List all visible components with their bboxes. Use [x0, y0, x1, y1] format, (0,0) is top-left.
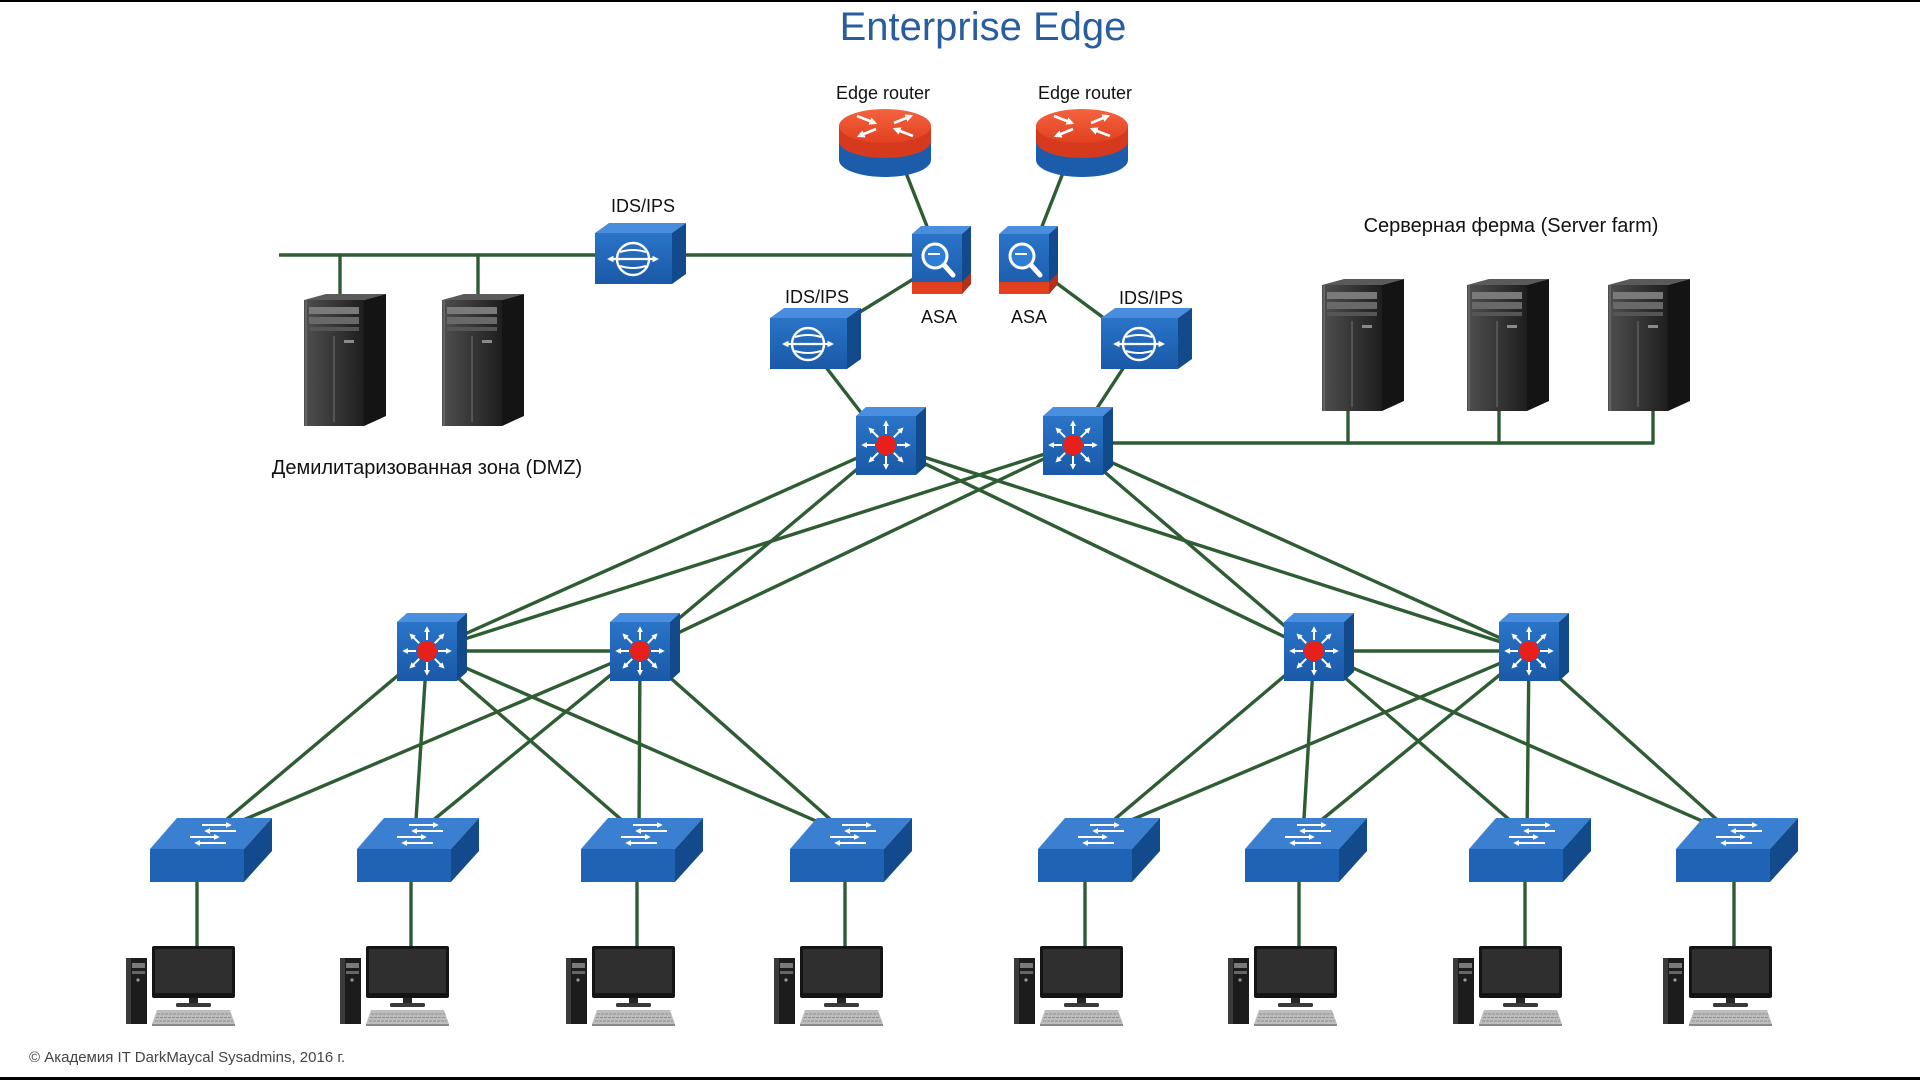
- asa-firewall-2-label: ASA: [1011, 307, 1047, 327]
- server-farm-server-2-icon: [1466, 278, 1550, 412]
- server-farm-server-3-icon: [1607, 278, 1691, 412]
- access-switch-7-icon: [1469, 818, 1591, 882]
- link-core-2-dist-3: [1071, 443, 1316, 653]
- distribution-switch-3-icon: [1284, 613, 1354, 681]
- link-dist-1-access-3: [425, 649, 641, 837]
- dmz-zone-label: Демилитаризованная зона (DMZ): [272, 457, 582, 479]
- link-dist-2-access-3: [637, 649, 642, 837]
- link-dist-1-access-1: [206, 649, 429, 837]
- dmz-server-2-icon: [441, 293, 525, 427]
- edge-router-1-icon: [839, 109, 931, 177]
- workstation-1-icon: [125, 945, 236, 1027]
- device-labels: Edge router Edge router IDS/IPS IDS/IPS …: [611, 83, 1183, 327]
- access-switch-8-icon: [1676, 818, 1798, 882]
- core-switch-2-icon: [1043, 407, 1113, 475]
- server-farm-zone-label: Серверная ферма (Server farm): [1364, 215, 1659, 237]
- asa-firewall-1-label: ASA: [921, 307, 957, 327]
- workstation-6-icon: [1227, 945, 1338, 1027]
- access-switch-1-icon: [150, 818, 272, 882]
- link-dist-3-access-7: [1312, 649, 1529, 837]
- link-core-2-dist-4: [1071, 443, 1531, 653]
- access-switch-2-icon: [357, 818, 479, 882]
- server-farm-server-1-icon: [1321, 278, 1405, 412]
- link-dist-4-access-8: [1527, 649, 1736, 837]
- ids-ips-3-label: IDS/IPS: [1119, 288, 1183, 308]
- access-switch-6-icon: [1245, 818, 1367, 882]
- link-core-1-dist-4: [884, 443, 1531, 653]
- link-core-1-dist-1: [425, 443, 888, 653]
- link-dist-3-access-8: [1312, 649, 1736, 837]
- link-dist-4-access-6: [1301, 649, 1531, 837]
- edge-router-2-icon: [1036, 109, 1128, 177]
- workstation-3-icon: [565, 945, 676, 1027]
- copyright-notice: © Академия IT DarkMaycal Sysadmins, 2016…: [29, 1049, 345, 1066]
- link-dist-2-access-4: [638, 649, 850, 837]
- distribution-switch-4-icon: [1499, 613, 1569, 681]
- workstation-2-icon: [339, 945, 450, 1027]
- link-core-1-dist-3: [884, 443, 1316, 653]
- workstation-4-icon: [773, 945, 884, 1027]
- top-border: [0, 0, 1920, 2]
- ids-ips-3-icon: [1101, 308, 1192, 369]
- link-dist-1-access-4: [425, 649, 850, 837]
- core-switch-1-icon: [856, 407, 926, 475]
- dmz-server-1-icon: [303, 293, 387, 427]
- link-dist-2-access-1: [206, 649, 642, 837]
- bottom-border: [0, 1077, 1920, 1080]
- ids-ips-2-label: IDS/IPS: [785, 287, 849, 307]
- link-dist-2-access-2: [413, 649, 642, 837]
- distribution-switch-1-icon: [397, 613, 467, 681]
- access-switch-4-icon: [790, 818, 912, 882]
- devices: [125, 109, 1798, 1027]
- workstation-7-icon: [1452, 945, 1563, 1027]
- edge-router-2-label: Edge router: [1038, 83, 1132, 103]
- asa-firewall-2-icon: [999, 226, 1058, 294]
- distribution-switch-2-icon: [610, 613, 680, 681]
- asa-firewall-1-icon: [912, 226, 971, 294]
- access-switch-5-icon: [1038, 818, 1160, 882]
- link-core-2-dist-1: [425, 443, 1075, 653]
- workstation-8-icon: [1662, 945, 1773, 1027]
- diagram-title: Enterprise Edge: [840, 5, 1127, 49]
- ids-ips-1-label: IDS/IPS: [611, 196, 675, 216]
- access-switch-3-icon: [581, 818, 703, 882]
- link-core-1-dist-2: [638, 443, 888, 653]
- workstation-5-icon: [1013, 945, 1124, 1027]
- link-dist-4-access-7: [1525, 649, 1531, 837]
- link-core-2-dist-2: [638, 443, 1075, 653]
- link-dist-4-access-5: [1094, 649, 1531, 837]
- ids-ips-1-icon: [595, 223, 686, 284]
- link-dist-3-access-5: [1094, 649, 1316, 837]
- edge-router-1-label: Edge router: [836, 83, 930, 103]
- ids-ips-2-icon: [770, 308, 861, 369]
